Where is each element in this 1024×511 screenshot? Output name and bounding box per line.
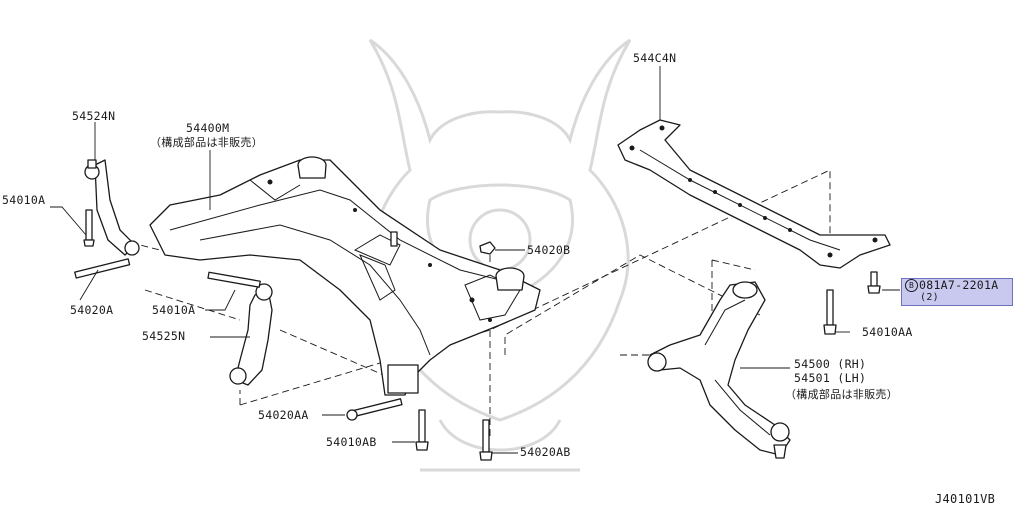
subframe-54400m (149, 156, 541, 396)
label-54020b: 54020B (527, 243, 571, 257)
label-54010ab: 54010AB (326, 435, 377, 449)
bolts (346, 241, 881, 461)
explode-lines (119, 169, 831, 440)
bolt-quantity: (2) (920, 292, 939, 303)
bolt-code-text: 081A7-2201A (919, 278, 999, 292)
label-54400m: 54400M (186, 121, 230, 135)
label-544c4n: 544C4N (633, 51, 677, 65)
label-54525n: 54525N (142, 329, 186, 343)
lower-arm-54500 (647, 281, 791, 459)
label-54500: 54500 (RH) (794, 357, 867, 371)
label-54524n: 54524N (72, 109, 116, 123)
diagram-id: J40101VB (935, 492, 996, 506)
link-54525n (207, 271, 273, 386)
label-54010a-lower: 54010A (152, 303, 196, 317)
label-54010aa: 54010AA (862, 325, 913, 339)
bolt-circle-badge: B (905, 279, 918, 292)
label-54020a: 54020A (70, 303, 114, 317)
label-54500-note: （構成部品は非販売） (785, 388, 898, 401)
label-54020ab: 54020AB (520, 445, 571, 459)
label-54501: 54501 (LH) (794, 371, 867, 385)
label-54010a-upper: 54010A (2, 193, 46, 207)
label-54020aa: 54020AA (258, 408, 309, 422)
label-54400m-note: （構成部品は非販売） (150, 136, 263, 149)
brace-544c4n (617, 119, 891, 269)
leader-lines (50, 66, 900, 454)
link-54524n (74, 159, 140, 279)
